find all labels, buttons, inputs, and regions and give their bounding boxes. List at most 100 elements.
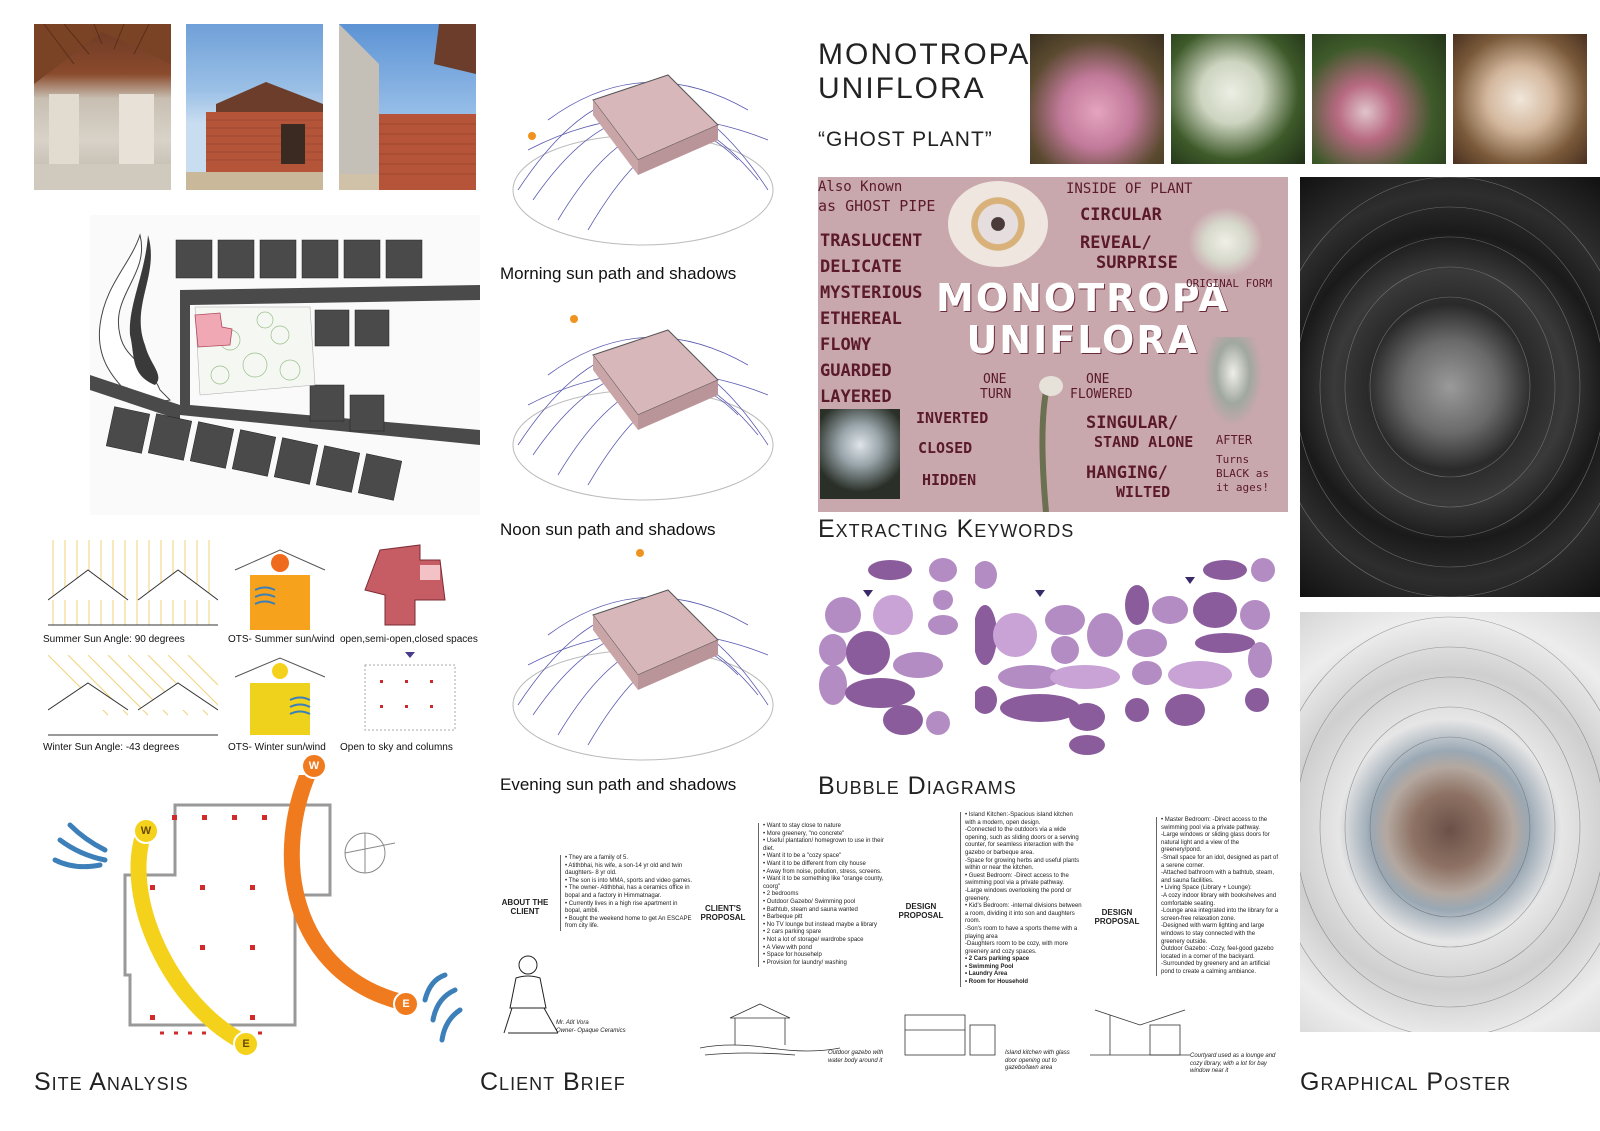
keyword-hanging: HANGING/ — [1086, 463, 1168, 483]
design1-point-6: • Kid's Bedroom: -internal divisions bet… — [965, 903, 1082, 925]
client-proposal-point-1: • Want to stay close to nature — [763, 823, 841, 829]
bubble-diagram-1 — [818, 555, 968, 745]
about-point-4: • The owner- Atithbhai, has a ceramics o… — [565, 885, 690, 899]
original-form-sketch — [1188, 207, 1263, 277]
design2-point-8: -Designed with warm lighting and large w… — [1161, 923, 1265, 945]
noon-caption: Noon sun path and shadows — [500, 520, 716, 539]
poster-dark-swirl — [1300, 177, 1600, 597]
design2-point-6: -A cozy indoor library with bookshelves … — [1161, 892, 1277, 907]
keyword-4: ETHEREAL — [820, 309, 902, 329]
kitchen-caption: Island kitchen with glass door opening o… — [1005, 1050, 1070, 1072]
ots-winter-diagram — [230, 655, 330, 740]
design1-point-2: -Connected to the outdoors via a wide op… — [965, 827, 1079, 856]
design2-point-4: -Attached bathroom with a bathtub, steam… — [1161, 870, 1275, 884]
keyword-3: MYSTERIOUS — [820, 283, 923, 303]
summer-section-diagram — [47, 540, 219, 630]
board-title-line1: MONOTROPA — [936, 276, 1230, 320]
spaces-caption: open,semi-open,closed spaces — [340, 634, 478, 645]
sun-west-marker: W — [133, 818, 159, 844]
concept-subtitle: “GHOST PLANT” — [818, 128, 993, 151]
keyword-2: DELICATE — [820, 257, 902, 277]
site-plan — [90, 215, 480, 515]
design-points-2: • Master Bedroom: -Direct access to the … — [1156, 817, 1279, 977]
bubble-diagrams-heading: Bubble Diagrams — [818, 772, 1017, 800]
design2-point-1: • Master Bedroom: -Direct access to the … — [1161, 817, 1268, 831]
stem-sketch — [1033, 372, 1063, 512]
keyword-5: FLOWY — [820, 335, 872, 355]
noon-sunpath — [498, 285, 788, 510]
client-proposal-point-4: • Want it to be a "cozy space" — [763, 853, 842, 860]
client-proposal-point-16: • Space for househelp — [763, 952, 822, 959]
client-proposal-point-12: • No TV lounge but instead maybe a libra… — [763, 921, 878, 928]
site-photo-brick-walls — [339, 24, 476, 190]
extracting-keywords-heading: Extracting Keywords — [818, 515, 1075, 543]
about-point-1: • They are a family of 5. — [565, 855, 629, 861]
winter-section-diagram — [47, 654, 219, 740]
winter-angle-caption: Winter Sun Angle: -43 degrees — [43, 742, 180, 753]
client-proposal-point-15: • A View with pond — [763, 944, 813, 951]
keyword-wilted: WILTED — [1116, 483, 1171, 501]
design1-point-12: • Room for Household — [965, 979, 1029, 986]
after-label: AFTER — [1216, 433, 1253, 447]
design1-point-7: -Son's room to have a sports theme with … — [965, 925, 1078, 940]
keyword-singular: SINGULAR/ — [1086, 413, 1179, 433]
poster-light-swirl — [1300, 612, 1600, 1032]
ots-winter-caption: OTS- Winter sun/wind — [228, 742, 326, 753]
client-proposal-point-17: • Provision for laundry/ washing — [763, 959, 847, 966]
gazebo-caption: Outdoor gazebo with water body around it — [828, 1050, 884, 1064]
open-sky-caption: Open to sky and columns — [340, 742, 453, 753]
design1-point-4: • Guest Bedroom: -Direct access to the s… — [965, 872, 1069, 887]
spaces-plan-diagram — [360, 540, 460, 630]
portrait-caption-2: Owner- Opaque Ceramics — [556, 1028, 626, 1034]
keyword-7: LAYERED — [820, 387, 892, 407]
keyword-reveal: REVEAL/ — [1080, 233, 1152, 253]
client-proposal-point-5: • Want it to be different from city hous… — [763, 860, 866, 867]
client-brief-heading: Client Brief — [480, 1068, 626, 1096]
inside-of-plant: INSIDE OF PLANT — [1066, 181, 1193, 197]
summer-angle-caption: Summer Sun Angle: 90 degrees — [43, 634, 185, 645]
design1-point-3: -Space for growing herbs and useful plan… — [965, 857, 1080, 872]
design2-point-3: -Small space for an idol, designed as pa… — [1161, 854, 1279, 869]
keyword-closed: CLOSED — [918, 439, 973, 457]
morning-caption: Morning sun path and shadows — [500, 264, 737, 283]
design2-point-2: -Large windows or sliding glass doors fo… — [1161, 832, 1270, 854]
keyword-6: GUARDED — [820, 361, 892, 381]
concept-title-line2: UNIFLORA — [818, 72, 986, 105]
ghost-pipe-photo — [820, 409, 900, 499]
client-proposal-point-10: • Bathtub, steam and sauna wanted — [763, 906, 858, 913]
sun-west-marker-orange: W — [301, 753, 327, 779]
original-form-label: ORIGINAL FORM — [1186, 277, 1273, 290]
one-turn-1: ONE — [983, 372, 1007, 387]
design1-point-1: • Island Kitchen:-Spacious island kitche… — [965, 812, 1073, 826]
sun-east-marker: E — [233, 1031, 259, 1057]
after-sketch — [1203, 337, 1263, 427]
client-proposal-point-9: • Outdoor Gazebo/ Swimming pool — [763, 898, 856, 905]
client-proposal-point-7: • Want it to be something like "orange c… — [763, 876, 884, 890]
design1-point-10: • Swimming Pool — [965, 963, 1014, 970]
about-client-points: • They are a family of 5. • Atithbhai, h… — [560, 855, 695, 931]
design2-point-5: • Living Space (Library + Lounge): — [1161, 885, 1252, 892]
flower-photo-inside — [1453, 34, 1587, 164]
ots-summer-caption: OTS- Summer sun/wind — [228, 634, 335, 645]
client-portrait-sketch — [498, 950, 568, 1040]
flower-photo-single — [1312, 34, 1446, 164]
concept-title: MONOTROPA UNIFLORA — [818, 38, 1030, 106]
bubble-diagram-3 — [1125, 555, 1275, 745]
sun-wind-diagram: W E W E — [50, 753, 470, 1075]
about-point-6: • Bought the weekend home to get An ESCA… — [565, 915, 692, 930]
keyword-stand-alone: STAND ALONE — [1094, 433, 1194, 451]
about-point-3: • The son is into MMA, sports and video … — [565, 877, 693, 884]
design-points-1: • Island Kitchen:-Spacious island kitche… — [960, 812, 1083, 987]
site-photo-interior — [34, 24, 171, 190]
client-proposal-point-13: • 2 cars parking spare — [763, 929, 822, 936]
courtyard-caption: Courtyard used as a lounge and cozy libr… — [1190, 1053, 1276, 1075]
client-proposal-point-14: • Not a lot of storage/ wardrobe space — [763, 936, 864, 943]
courtyard-sketch — [1090, 1000, 1190, 1060]
board-title-line2: UNIFLORA — [966, 318, 1200, 362]
bubble-diagram-2 — [973, 555, 1125, 760]
evening-caption: Evening sun path and shadows — [500, 775, 737, 794]
client-proposal-point-6: • Away from noise, pollution, stress, sc… — [763, 868, 882, 875]
site-photo-brick-house — [186, 24, 323, 190]
ots-summer-diagram — [230, 545, 330, 630]
open-sky-diagram — [360, 650, 460, 735]
